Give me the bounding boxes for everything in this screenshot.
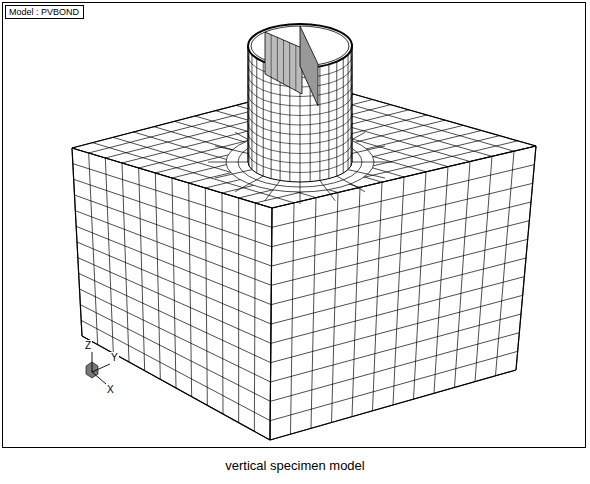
mesh-line: [283, 40, 284, 84]
mesh-line: [272, 202, 532, 266]
mesh-line: [72, 148, 82, 336]
mesh-line: [271, 35, 272, 78]
tube-ring: [248, 133, 352, 153]
mesh-line: [76, 226, 271, 304]
mesh-line: [337, 176, 365, 192]
mesh-line: [75, 211, 271, 286]
mesh-line: [80, 289, 271, 382]
mesh-line: [75, 195, 272, 266]
axis-label: Y: [110, 352, 119, 363]
mesh-line: [215, 146, 252, 154]
stiffener-plate: [300, 26, 318, 106]
mesh-line: [272, 183, 533, 246]
axis-label: Z: [84, 340, 92, 351]
mesh-line: [270, 370, 516, 440]
mesh-line: [78, 258, 271, 344]
mesh-line: [271, 258, 526, 324]
mesh-line: [516, 146, 536, 370]
mesh-line: [235, 176, 263, 192]
mesh-line: [348, 146, 385, 154]
mesh-line: [271, 277, 524, 344]
axis-label: X: [106, 384, 115, 395]
mesh-line: [271, 239, 528, 304]
mesh-line: [270, 351, 518, 420]
mesh-line: [79, 273, 271, 362]
mesh-line: [92, 352, 93, 372]
mesh-line: [516, 146, 536, 370]
tube-ring: [248, 152, 352, 172]
mesh-line: [92, 372, 106, 384]
mesh-line: [80, 305, 270, 402]
mesh-line: [277, 37, 278, 80]
mesh-line: [82, 336, 270, 440]
mesh-line: [352, 162, 392, 163]
tube-ring: [248, 123, 352, 144]
model-label-box: Model : PVBOND: [5, 5, 84, 19]
stiffener-plate: [265, 32, 302, 94]
mesh-line: [72, 148, 82, 336]
mesh-line: [271, 295, 523, 362]
tube-ring: [248, 114, 352, 135]
mesh-line: [300, 182, 301, 204]
mesh-line: [215, 170, 252, 178]
mesh-line: [295, 45, 296, 90]
mesh-line: [92, 364, 110, 372]
mesh-line: [81, 320, 270, 420]
model-name: Model : PVBOND: [9, 7, 79, 17]
mesh-line: [82, 336, 270, 440]
mesh-line: [289, 43, 290, 88]
mesh-line: [74, 179, 272, 246]
mesh-line: [270, 333, 519, 402]
mesh-line: [208, 162, 248, 163]
caption: vertical specimen model: [225, 458, 364, 473]
tube-ring: [248, 104, 352, 125]
mesh-line: [271, 221, 529, 286]
mesh-line: [77, 242, 271, 324]
mesh-line: [271, 314, 522, 382]
mesh-line: [270, 208, 272, 440]
mesh-line: [270, 370, 516, 440]
caption-area: vertical specimen model: [0, 458, 590, 473]
mesh-line: [348, 170, 385, 178]
tube-ring: [248, 143, 352, 163]
tube-ring: [248, 94, 352, 115]
